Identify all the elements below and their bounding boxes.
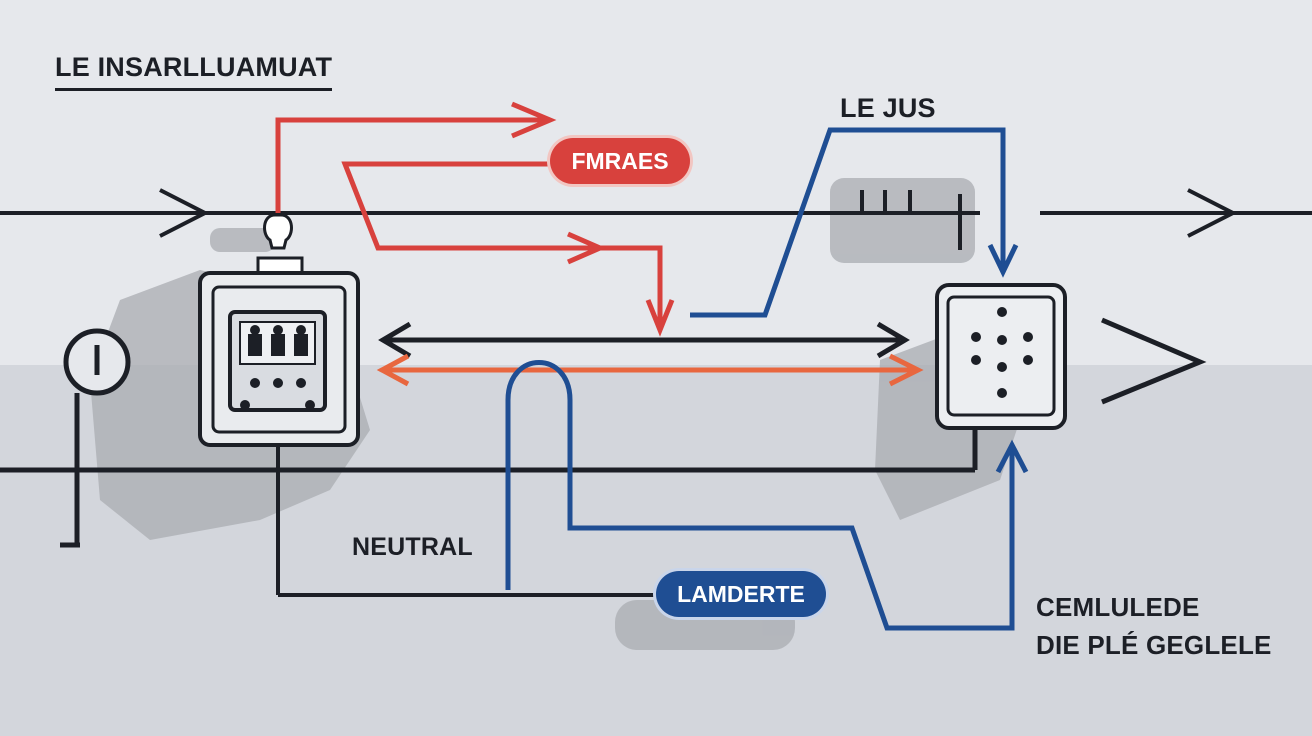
label-note-line1: CEMLULEDE [1036, 592, 1200, 622]
bulb-icon [263, 213, 293, 250]
red-pill-label: FMRAES [550, 138, 690, 184]
red-wire-loop [341, 161, 663, 330]
blue-wire-top [690, 127, 1006, 318]
breaker-panel-icon [198, 120, 655, 597]
outlet-icon [935, 283, 1067, 430]
red-arrow-mid [566, 231, 607, 265]
black-double-arrow [378, 321, 910, 359]
orange-double-arrow [376, 353, 924, 387]
red-wire-top [275, 117, 550, 150]
gauge-icon [60, 328, 131, 548]
blue-wires [505, 127, 1029, 631]
blue-arrow-down [987, 243, 1019, 278]
label-top-right: LE JUS [840, 93, 936, 123]
red-arrow-top [511, 101, 557, 139]
red-wires [275, 101, 675, 337]
double-arrows [376, 321, 924, 387]
blue-pill-label: LAMDERTE [656, 571, 826, 617]
busbar-arrow-right [1187, 188, 1238, 238]
terminal-block [860, 190, 962, 250]
blue-arrow-up [995, 439, 1029, 474]
busbar-arrow-left [159, 188, 210, 238]
label-neutral: NEUTRAL [352, 533, 473, 561]
blue-wire-loop [505, 360, 1015, 631]
chevron-right-icon [1101, 317, 1207, 405]
red-arrow-down [645, 299, 675, 337]
top-busbar [0, 188, 1312, 250]
diagram-title: LE INSARLLUAMUAT [55, 52, 333, 91]
label-note-line2: DIE PLÉ GEGLELE [1036, 630, 1272, 660]
busbar-gap [980, 200, 1040, 226]
